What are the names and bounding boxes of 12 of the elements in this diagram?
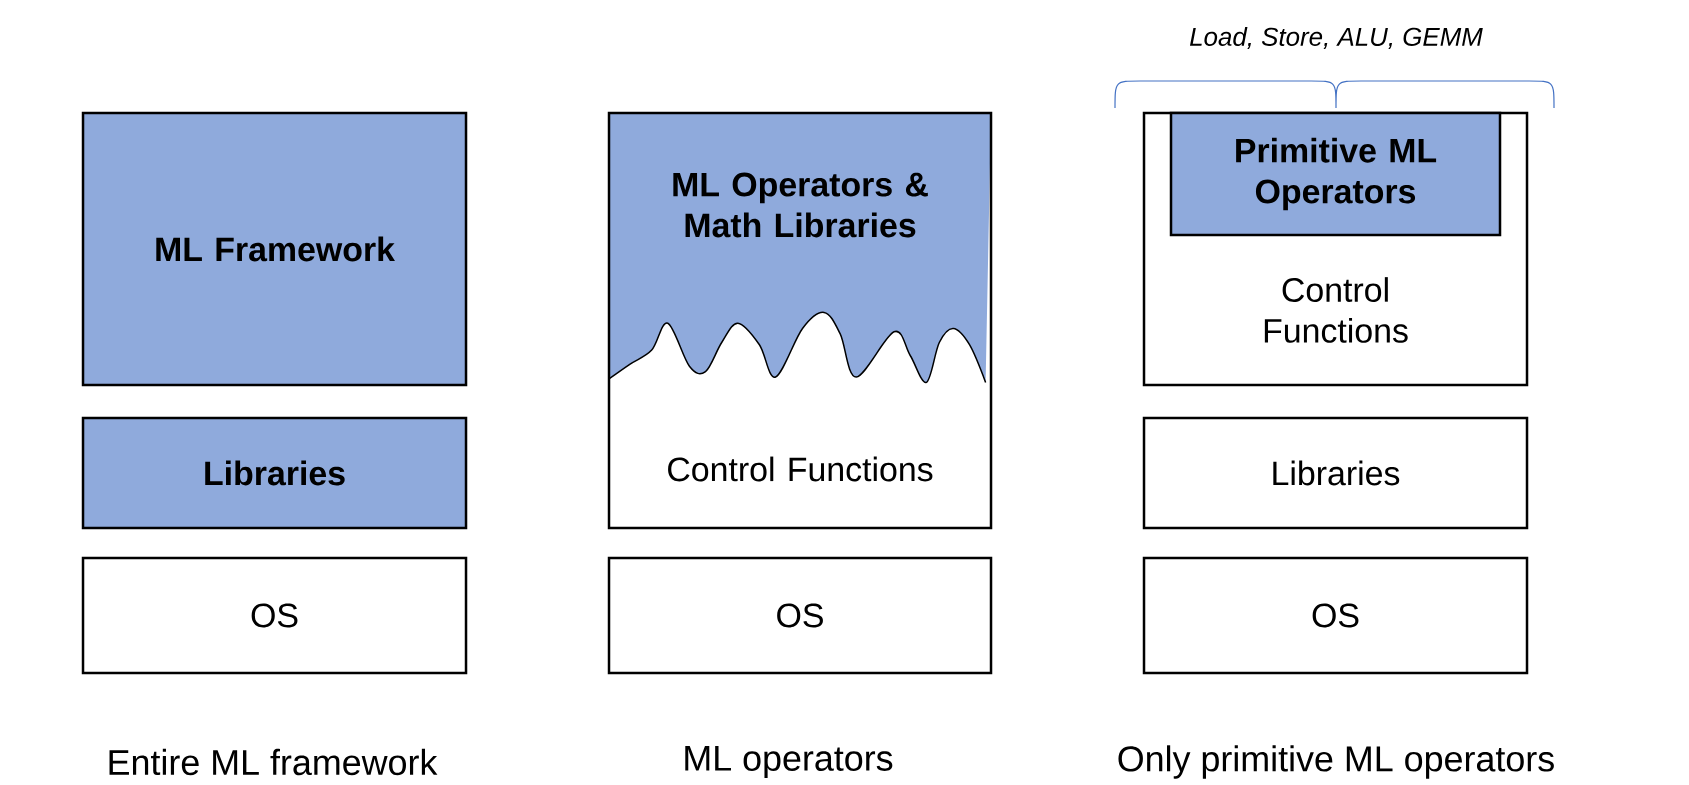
stack-box: Libraries [81,416,468,530]
stack-box: ML Operators & Math Libraries Control Functions [607,111,993,530]
brace-label: Load, Store, ALU, GEMM [1189,26,1483,50]
caption: Entire ML framework [109,748,438,776]
stack-box: OS [607,556,993,675]
stack-box: Primitive ML Operators [1169,111,1502,237]
stack-box: Libraries [1142,416,1529,530]
stack-box: OS [81,556,468,675]
caption: Only primitive ML operators [1118,745,1554,779]
caption: ML operators [685,745,893,779]
stack-box: ML Framework [81,111,468,387]
stack-box: OS [1142,556,1529,675]
